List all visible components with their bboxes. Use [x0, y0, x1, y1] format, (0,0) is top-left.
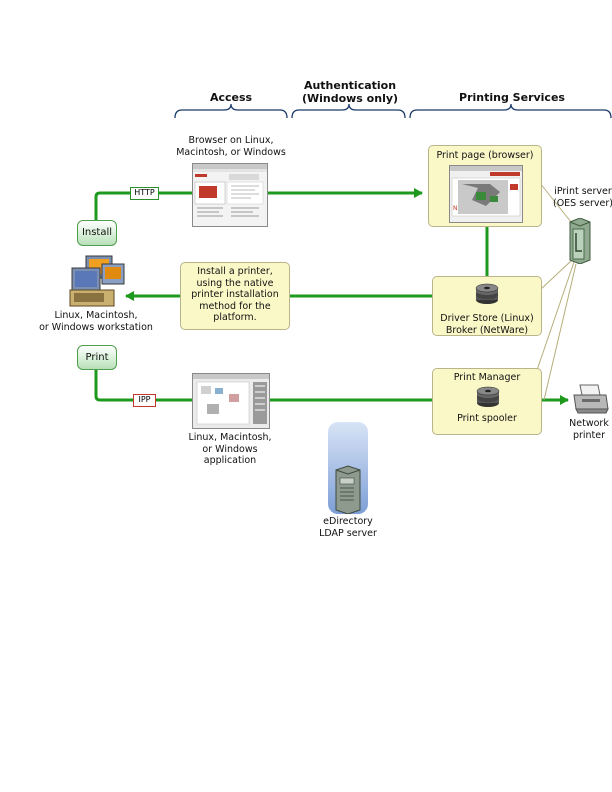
application-window-image	[193, 374, 269, 425]
browser-window-thumbnail	[192, 163, 268, 227]
print-page-title: Print page (browser)	[436, 150, 534, 161]
browser-window-image	[193, 164, 267, 217]
install-note-line1: Install a printer,	[197, 266, 273, 277]
print-page-box: Print page (browser) N	[428, 145, 542, 227]
iprint-server-icon	[566, 217, 592, 265]
workstation-caption-line1: Linux, Macintosh,	[54, 310, 138, 321]
application-caption-line3: application	[203, 455, 257, 466]
header-printing-services: Printing Services	[459, 91, 565, 104]
application-caption: Linux, Macintosh, or Windows application	[175, 432, 285, 467]
install-note-line5: platform.	[213, 312, 257, 323]
workstation-icon	[68, 254, 126, 310]
network-printer-icon	[572, 383, 610, 415]
network-printer-line2: printer	[572, 429, 606, 441]
ipp-arrow	[94, 368, 569, 405]
application-caption-line1: Linux, Macintosh,	[188, 432, 272, 443]
print-page-image: N	[450, 166, 522, 217]
browser-caption-line2: Macintosh, or Windows	[176, 146, 286, 158]
iprint-server-line2: (OES server)	[552, 197, 612, 209]
driver-store-line1: Driver Store (Linux)	[440, 313, 534, 324]
bracket-printing-services	[409, 103, 612, 119]
print-page-thumbnail: N	[449, 165, 523, 223]
edirectory-server-icon	[328, 422, 368, 515]
svg-text:N: N	[453, 205, 458, 212]
network-printer-caption: Network printer	[566, 418, 612, 441]
install-note-line2: using the native	[196, 277, 274, 289]
application-caption-line2: or Windows	[202, 443, 258, 455]
print-button[interactable]: Print	[77, 345, 117, 370]
iprint-server-caption: iPrint server (OES server)	[552, 186, 612, 209]
workstation-caption-line2: or Windows workstation	[39, 321, 153, 333]
network-printer-line1: Network	[569, 418, 609, 429]
header-authentication-line2: (Windows only)	[301, 92, 399, 105]
edirectory-caption: eDirectory LDAP server	[298, 516, 398, 539]
header-authentication: Authentication (Windows only)	[290, 79, 410, 105]
application-window-thumbnail	[192, 373, 270, 429]
driver-store-caption: Driver Store (Linux) Broker (NetWare)	[433, 313, 541, 336]
header-authentication-line1: Authentication	[303, 79, 397, 92]
install-note-line4: method for the	[199, 300, 271, 312]
iprint-server-line1: iPrint server	[554, 186, 612, 197]
browser-caption: Browser on Linux, Macintosh, or Windows	[175, 135, 287, 158]
install-note-text: Install a printer, using the native prin…	[181, 266, 289, 324]
browser-caption-line1: Browser on Linux,	[188, 135, 274, 146]
http-arrow	[94, 188, 423, 220]
install-note-line3: printer installation	[191, 289, 279, 300]
install-note-box: Install a printer, using the native prin…	[180, 262, 290, 330]
http-tag: HTTP	[130, 187, 159, 200]
workstation-caption: Linux, Macintosh, or Windows workstation	[30, 310, 162, 333]
print-manager-box: Print Manager Print spooler	[432, 368, 542, 435]
header-access: Access	[209, 91, 253, 104]
print-spooler-disk-icon	[476, 386, 500, 408]
driver-store-disk-icon	[475, 283, 499, 305]
install-button[interactable]: Install	[77, 220, 117, 246]
bracket-access	[174, 103, 288, 119]
ipp-tag: IPP	[133, 394, 156, 407]
print-spooler-label: Print spooler	[457, 413, 517, 424]
edirectory-line2: LDAP server	[319, 527, 377, 539]
print-manager-title: Print Manager	[453, 372, 521, 383]
driver-store-line2: Broker (NetWare)	[445, 324, 529, 336]
driver-store-box: Driver Store (Linux) Broker (NetWare)	[432, 276, 542, 336]
edirectory-line1: eDirectory	[323, 516, 373, 527]
bracket-authentication	[291, 103, 406, 119]
